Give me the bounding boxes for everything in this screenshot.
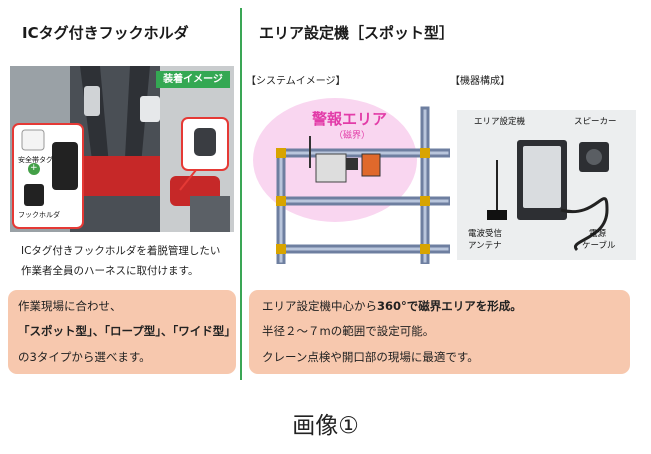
- mounting-image-badge: 装着イメージ: [156, 71, 230, 88]
- device-photo: [457, 110, 636, 260]
- plus-sign: +: [30, 163, 38, 173]
- left-caption-line1: ICタグ付きフックホルダを着脱管理したい: [21, 245, 221, 257]
- alarm-area-sub: （磁界）: [334, 131, 371, 141]
- antenna-label-1: 電波受信: [468, 229, 503, 239]
- left-box-line1: 作業現場に合わせ、: [18, 299, 122, 313]
- safety-tag-label: 安全帯タグ: [18, 156, 53, 164]
- right-box-line1-b: 360°: [377, 299, 407, 313]
- left-box-line3: の3タイプから選べます。: [18, 350, 151, 364]
- right-title: エリア設定機［スポット型］: [259, 24, 455, 42]
- area-setter-label: エリア設定機: [474, 117, 526, 127]
- left-title: ICタグ付きフックホルダ: [22, 24, 189, 42]
- left-caption-line2: 作業者全員のハーネスに取付けます。: [21, 265, 199, 277]
- device-config-label: 【機器構成】: [450, 76, 510, 87]
- right-box-line1-c: で磁界エリアを形成。: [406, 299, 522, 313]
- column-divider: [240, 8, 242, 380]
- right-box-line1: エリア設定機中心から360°で磁界エリアを形成。: [262, 298, 522, 314]
- left-box-line2: 「スポット型」、「ロープ型」、「ワイド型」: [18, 324, 236, 338]
- device-illustration: [487, 140, 609, 252]
- harness-photo: [10, 66, 234, 232]
- hook-holder-label: フックホルダ: [18, 211, 60, 219]
- antenna-label-2: アンテナ: [468, 241, 502, 251]
- cable-label-1: 電源: [589, 229, 607, 239]
- system-image-label: 【システムイメージ】: [246, 76, 346, 87]
- harness-illustration: [10, 66, 234, 232]
- system-diagram: [253, 98, 450, 264]
- footer-caption: 画像①: [292, 413, 359, 439]
- left-info-box: [8, 290, 236, 374]
- right-box-line1-a: エリア設定機中心から: [262, 299, 377, 313]
- speaker-label: スピーカー: [574, 117, 617, 127]
- alarm-area-label: 警報エリア: [312, 110, 388, 128]
- right-box-line3: クレーン点検や開口部の現場に最適です。: [262, 350, 479, 364]
- cable-label-2: ケーブル: [582, 241, 616, 251]
- right-info-box: [249, 290, 630, 374]
- right-box-line2: 半径２～７mの範囲で設定可能。: [262, 324, 435, 338]
